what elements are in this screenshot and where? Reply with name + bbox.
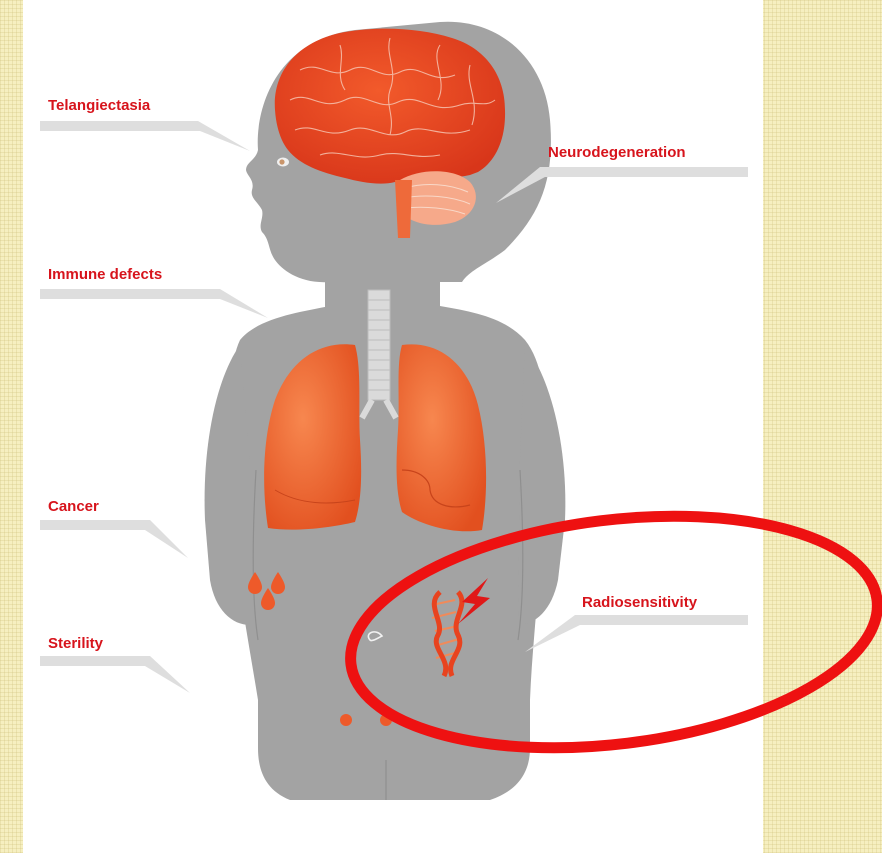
label-neurodegeneration: Neurodegeneration bbox=[548, 144, 686, 161]
label-telangiectasia: Telangiectasia bbox=[48, 97, 150, 114]
label-cancer: Cancer bbox=[48, 498, 99, 515]
label-immune-defects: Immune defects bbox=[48, 266, 162, 283]
label-sterility: Sterility bbox=[48, 635, 103, 652]
label-radiosensitivity: Radiosensitivity bbox=[582, 594, 697, 611]
eye-icon bbox=[277, 158, 289, 167]
